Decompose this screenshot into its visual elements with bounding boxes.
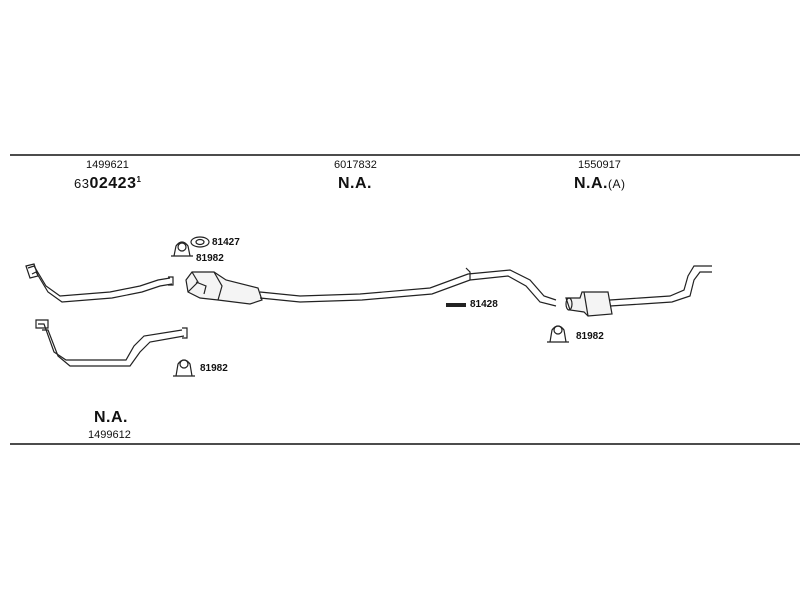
clamp-front-lower-icon [173, 359, 195, 377]
hanger-mid-icon [446, 303, 466, 307]
front-pipe-upper [25, 263, 174, 303]
gasket-front-icon [190, 236, 210, 248]
callout-hanger-mid: 81428 [470, 299, 498, 310]
status-col3: N.A.(A) [574, 176, 626, 192]
status-col2: N.A. [338, 175, 372, 192]
tail-pipe [609, 265, 712, 307]
middle-pipe [259, 267, 557, 307]
callout-gasket-front: 81427 [212, 237, 240, 248]
front-pipe-lower [35, 319, 188, 367]
code-main: 02423 [89, 175, 137, 192]
code-prefix: 63 [74, 176, 90, 191]
part-number-col2: 6017832 [334, 159, 377, 171]
callout-clamp-front-pipe: 81982 [200, 363, 228, 374]
callout-clamp-front: 81982 [196, 253, 224, 264]
code-suffix: 1 [136, 175, 142, 184]
rear-muffler [565, 291, 613, 317]
clamp-rear-icon [547, 325, 569, 343]
code-col1: 63024231 [74, 176, 141, 192]
status-bottom-left: N.A. [94, 409, 128, 426]
part-number-col1: 1499621 [86, 159, 129, 171]
center-muffler [185, 271, 263, 305]
callout-clamp-rear: 81982 [576, 331, 604, 342]
status-col3-text: N.A. [574, 175, 608, 192]
clamp-front-upper-icon [171, 241, 193, 257]
part-number-bottom-left: 1499612 [88, 429, 131, 441]
status-col3-note: (A) [608, 177, 626, 191]
part-number-col3: 1550917 [578, 159, 621, 171]
